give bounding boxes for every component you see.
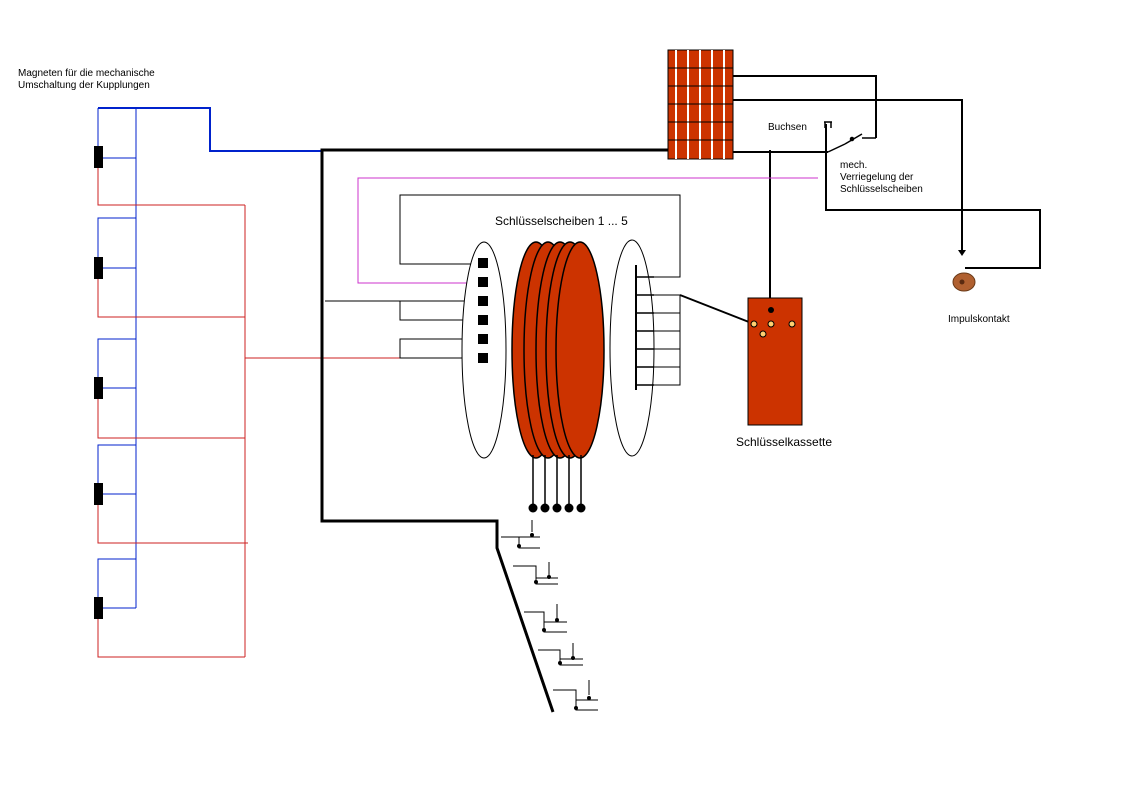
magnet-3 <box>94 338 245 439</box>
key-disks <box>511 241 605 459</box>
ladder-contact-5 <box>553 680 598 711</box>
mech-lock-label-line3: Schlüsselscheiben <box>840 184 923 195</box>
left-plate-wires <box>325 300 478 359</box>
impulse-arrow <box>958 250 966 256</box>
ladder-contact-2 <box>513 562 558 585</box>
magnet-2 <box>94 217 245 318</box>
disk-frame-wire <box>399 194 681 278</box>
blue-bus-top <box>98 107 322 152</box>
mech-lock-switch <box>824 121 876 153</box>
mech-lock-label-line2: Verriegelung der <box>840 172 914 183</box>
magnet-column <box>94 107 400 658</box>
impulse-contact-label: Impulskontakt <box>948 314 1010 325</box>
magnet-5 <box>94 558 245 658</box>
magnets-label-line1: Magneten für die mechanische <box>18 68 155 79</box>
ladder-contact-1 <box>501 520 540 549</box>
magnet-4 <box>94 444 248 544</box>
ladder-contact-4 <box>538 643 583 666</box>
mech-lock-label-line1: mech. <box>840 160 867 171</box>
left-contact-plate <box>461 241 507 459</box>
magenta-lock-wire <box>357 177 818 284</box>
magnet-1 <box>94 108 245 206</box>
sockets-label: Buchsen <box>768 122 807 133</box>
ladder-contact-3 <box>524 604 567 633</box>
right-plate-wires <box>654 294 755 386</box>
main-bus-wire <box>320 148 668 713</box>
key-cassette <box>747 297 803 426</box>
key-disks-label: Schlüsselscheiben 1 ... 5 <box>495 214 628 228</box>
socket-block <box>667 49 734 160</box>
contact-ladder <box>501 520 598 711</box>
disk-terminals <box>528 455 586 513</box>
magnets-label-line2: Umschaltung der Kupplungen <box>18 80 150 91</box>
impulse-contact <box>952 272 976 292</box>
right-contact-plate <box>609 239 655 457</box>
socket-wires <box>733 75 1041 298</box>
key-cassette-label: Schlüsselkassette <box>736 435 832 449</box>
